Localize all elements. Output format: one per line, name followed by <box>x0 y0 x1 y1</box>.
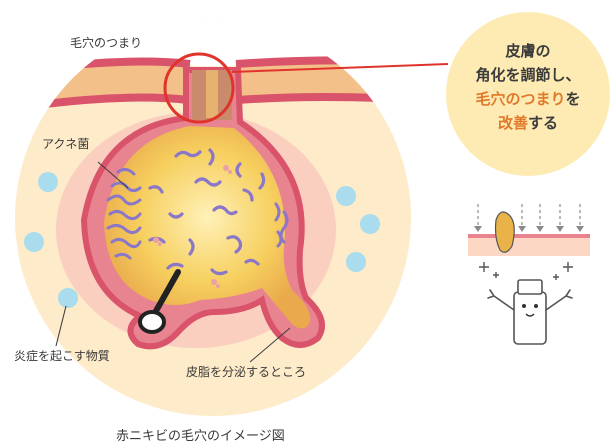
callout-line-1: 皮膚の <box>505 42 550 60</box>
cream-illustration <box>468 204 590 344</box>
callout-line-2: 角化を調節し、 <box>475 66 580 84</box>
label-sebaceous-gland: 皮脂を分泌するところ <box>186 364 306 379</box>
label-inflammatory-substance: 炎症を起こす物質 <box>14 348 110 363</box>
callout-line-4: 改善する <box>498 114 558 132</box>
label-clog: 毛穴のつまり <box>70 35 142 50</box>
callout-highlight-improve: 改善 <box>498 114 528 132</box>
callout-line-3-rest: を <box>566 90 581 108</box>
callout-highlight-clog: 毛穴のつまり <box>475 90 565 108</box>
keratin-plug <box>206 70 218 118</box>
callout-line-4-rest: する <box>528 114 558 132</box>
diagram-caption: 赤ニキビの毛穴のイメージ図 <box>116 429 285 444</box>
label-acne-bacteria: アクネ菌 <box>42 137 89 151</box>
callout-line-3: 毛穴のつまりを <box>475 90 580 108</box>
